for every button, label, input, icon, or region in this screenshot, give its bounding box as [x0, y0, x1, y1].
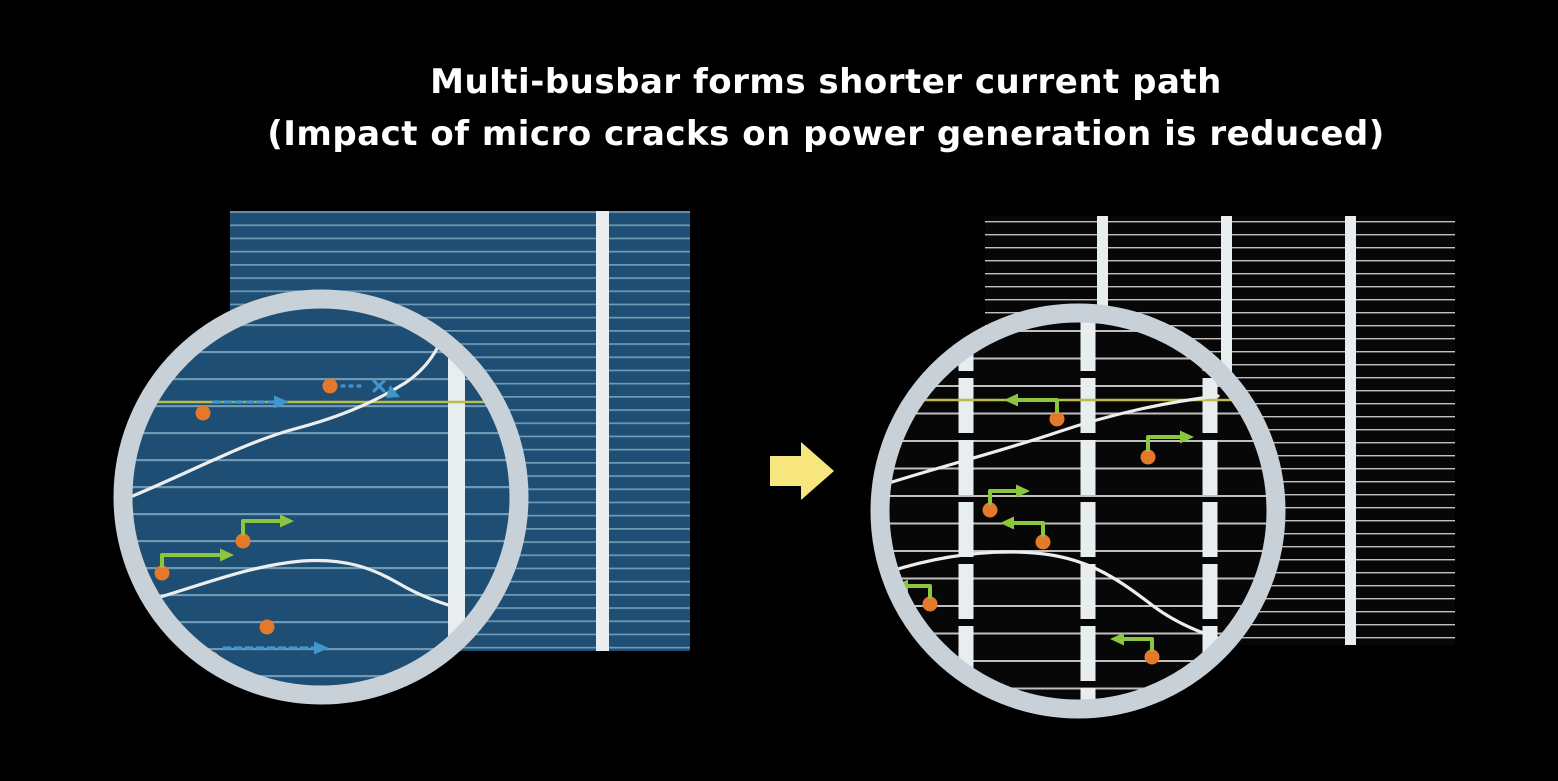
magnified-cell-surface: [132, 308, 510, 686]
electron-dot: [922, 596, 938, 612]
current-path-elbow-line: [988, 489, 1018, 505]
electron-dot: [1049, 411, 1065, 427]
current-path-elbow-line: [1122, 637, 1154, 652]
short-current-path: [235, 514, 294, 549]
transition-arrow-icon: [770, 442, 834, 500]
left-magnifier-view: [132, 308, 510, 686]
x-mark-icon: [372, 379, 386, 393]
left-magnifier-ring: [113, 289, 529, 705]
electron-dot: [1144, 649, 1160, 665]
arrowhead-icon: [386, 385, 400, 398]
arrowhead-icon: [1016, 484, 1030, 498]
micro-crack-line: [890, 394, 1220, 484]
micro-crack-line: [889, 550, 1220, 640]
title-line-2: (Impact of micro cracks on power generat…: [267, 114, 1385, 154]
diagram-title: Multi-busbar forms shorter current path …: [47, 56, 1558, 160]
electron-dot: [1140, 449, 1156, 465]
electron-dot: [195, 405, 211, 421]
long-current-path: [195, 395, 289, 421]
blocked-current-path: [322, 378, 400, 398]
arrowhead-icon: [1180, 430, 1194, 444]
arrowhead-icon: [314, 641, 329, 655]
arrowhead-icon: [274, 395, 289, 409]
short-current-path: [982, 484, 1030, 518]
arrowhead-icon: [1110, 632, 1124, 646]
short-current-path: [1004, 393, 1065, 427]
left-cell-busbar: [596, 211, 609, 651]
electron-dot: [1035, 534, 1051, 550]
short-current-path: [154, 548, 234, 581]
short-current-path: [1140, 430, 1194, 465]
current-path-elbow-line: [241, 519, 282, 536]
short-current-path: [1000, 516, 1051, 550]
micro-crack-line: [132, 326, 448, 500]
electron-dot: [235, 533, 251, 549]
electron-dot: [259, 619, 275, 635]
short-current-path: [1110, 632, 1160, 665]
current-path-elbow-line: [160, 553, 222, 568]
current-path-elbow-line: [1012, 521, 1045, 537]
current-path-elbow-line: [1016, 398, 1059, 414]
right-cell-busbar: [1345, 216, 1356, 645]
title-line-1: Multi-busbar forms shorter current path: [430, 62, 1222, 102]
right-magnifier-view: [889, 322, 1267, 700]
arrowhead-icon: [220, 548, 234, 562]
arrowhead-icon: [280, 514, 294, 528]
arrowhead-icon: [1000, 516, 1014, 530]
right-magnifier-ring: [870, 303, 1286, 719]
current-path-elbow-line: [906, 584, 932, 599]
arrowhead-icon: [1004, 393, 1018, 407]
electron-dot: [982, 502, 998, 518]
electron-dot: [154, 565, 170, 581]
micro-crack-line: [132, 558, 464, 611]
current-path-elbow-line: [1146, 435, 1182, 452]
electron-dot: [322, 378, 338, 394]
